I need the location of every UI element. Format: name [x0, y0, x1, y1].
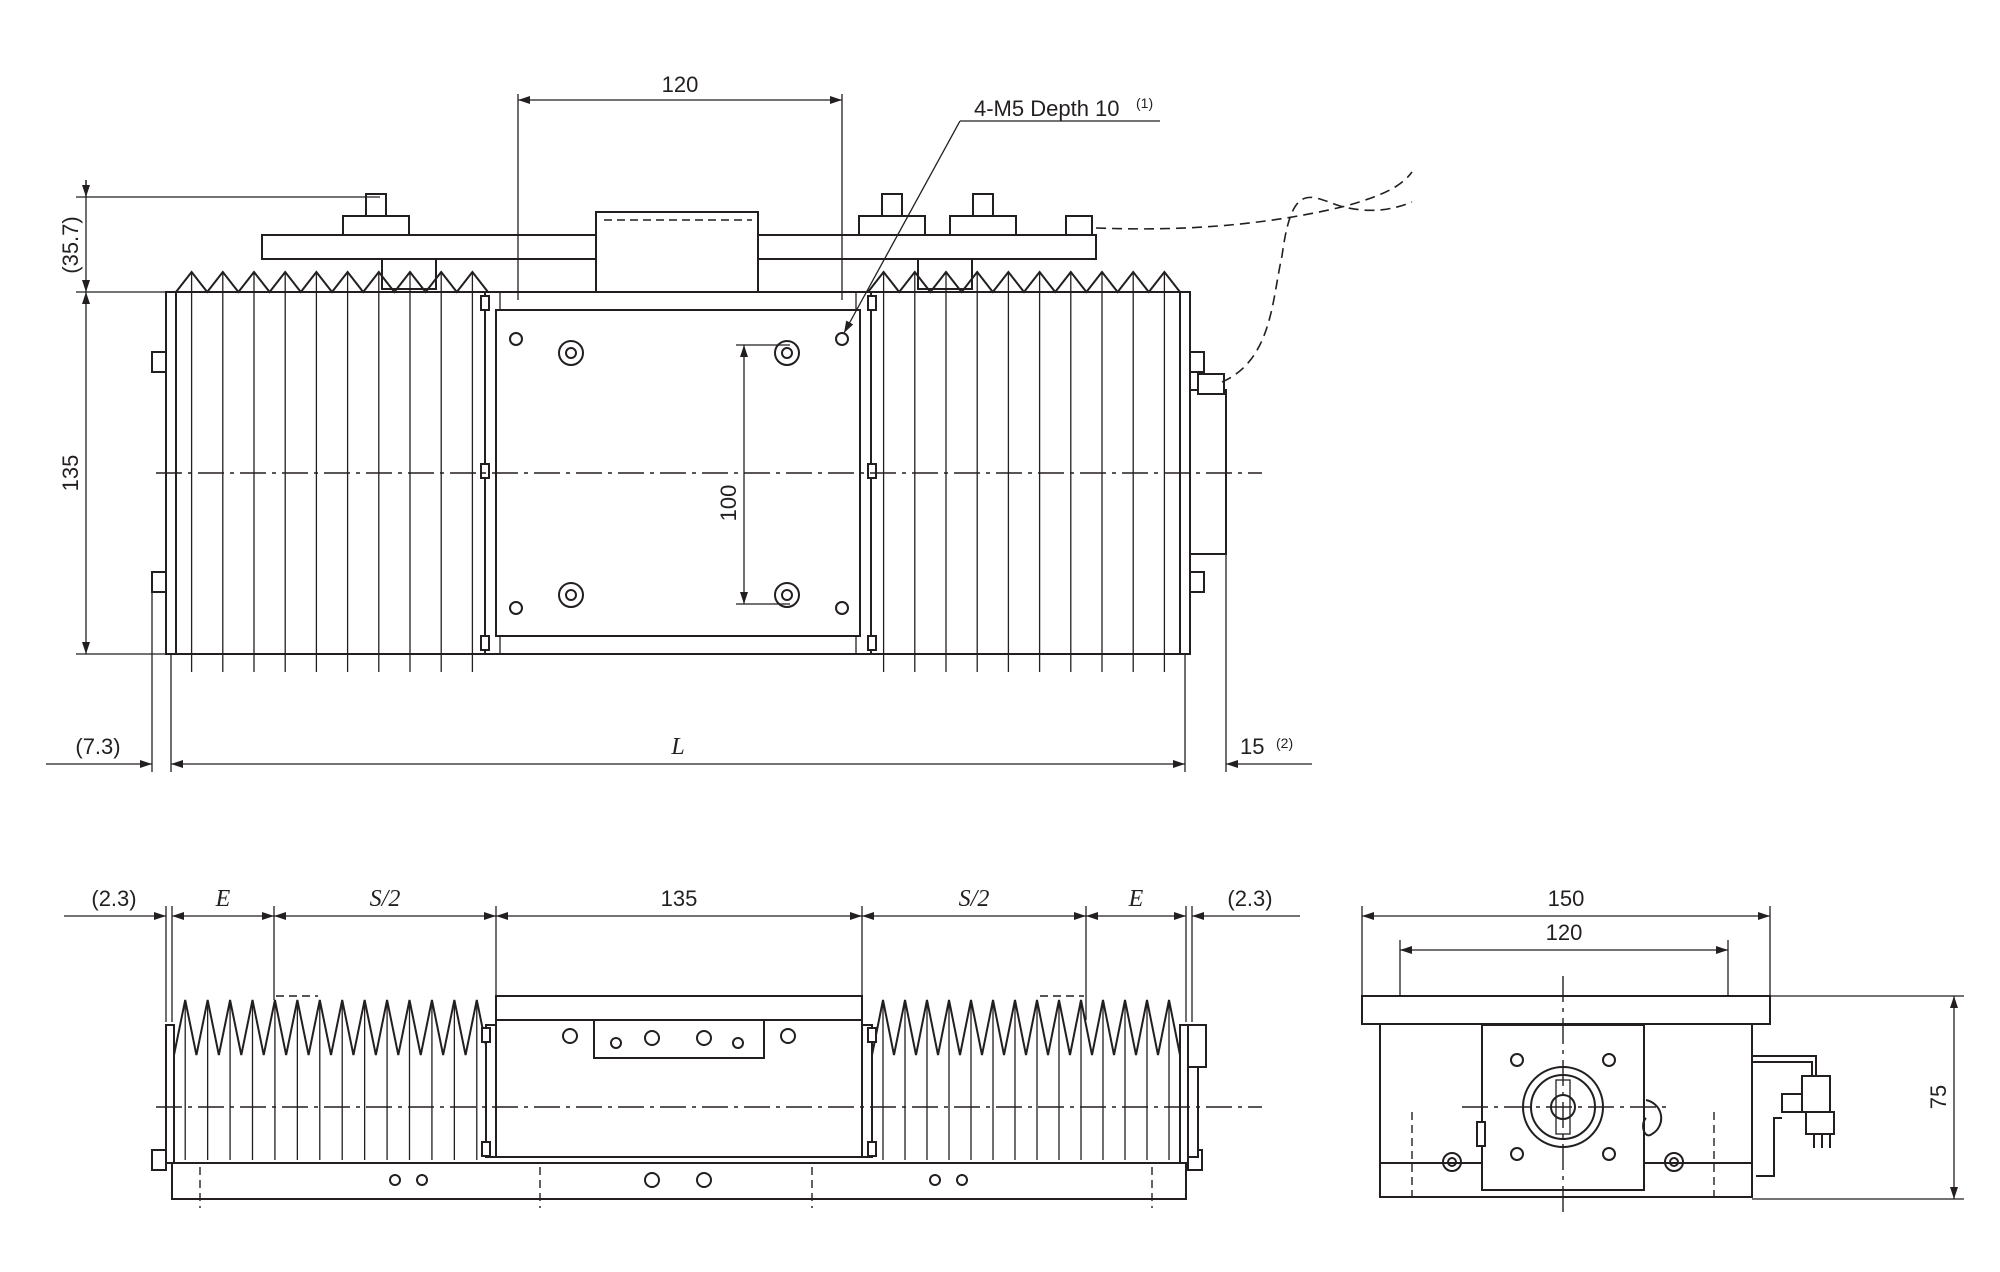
- callout-tapped-holes-note: (1): [1136, 95, 1153, 111]
- dim-table: 135: [661, 886, 698, 911]
- bellows-edge: [871, 999, 1181, 1056]
- dim-length: L: [670, 734, 684, 760]
- bellows-edge: [867, 270, 1181, 294]
- end-top-plate: [1361, 995, 1771, 1025]
- side-view: (2.3) E S/2 135 S/2 E (2.3): [64, 886, 1300, 1208]
- dim-left-gap: (2.3): [91, 886, 136, 911]
- side-motor-block: [1187, 1024, 1207, 1068]
- callout-tapped-holes: 4-M5 Depth 10: [974, 96, 1120, 121]
- motor-body: [595, 211, 759, 303]
- dim-right-extension: 15: [1240, 734, 1264, 759]
- mounting-holes: [509, 332, 849, 615]
- side-carriage-top: [495, 995, 863, 1021]
- end-flange-screws: [1442, 1053, 1684, 1172]
- side-carriage-holes: [562, 1028, 796, 1049]
- bellows-left: [175, 270, 489, 672]
- bellows-edge: [173, 999, 489, 1056]
- side-base: [171, 1162, 1187, 1200]
- dim-height: 75: [1926, 1085, 1951, 1109]
- bellows-right: [867, 270, 1181, 672]
- dim-left-overhang: (7.3): [75, 734, 120, 759]
- side-base-holes: [199, 1167, 1153, 1208]
- dim-width: 135: [58, 455, 83, 492]
- side-bellows-left: [173, 999, 489, 1160]
- dim-right-gap: (2.3): [1227, 886, 1272, 911]
- top-view: 120 4-M5 Depth 10 (1) (35.7) 135 100 (7.…: [46, 72, 1413, 772]
- dim-table-width: 120: [1546, 920, 1583, 945]
- dim-left-stroke: S/2: [370, 886, 401, 912]
- dim-right-extension-note: (2): [1276, 735, 1293, 751]
- motor-cable: [1221, 196, 1413, 383]
- plate-screws: [342, 193, 1093, 236]
- motor-end-block: [1189, 389, 1227, 555]
- dim-mount-pitch-x: 120: [662, 72, 699, 97]
- dim-base-width: 150: [1548, 886, 1585, 911]
- end-sensor: [1752, 1055, 1835, 1177]
- dim-right-end: E: [1128, 886, 1144, 912]
- dim-mount-pitch-y: 100: [716, 485, 741, 522]
- bellows-edge: [175, 270, 489, 294]
- dim-motor-offset: (35.7): [58, 216, 83, 273]
- end-view: 150 120 75: [1361, 886, 1964, 1215]
- dim-right-stroke: S/2: [959, 886, 990, 912]
- dim-left-end: E: [215, 886, 231, 912]
- side-bellows-right: [871, 999, 1181, 1160]
